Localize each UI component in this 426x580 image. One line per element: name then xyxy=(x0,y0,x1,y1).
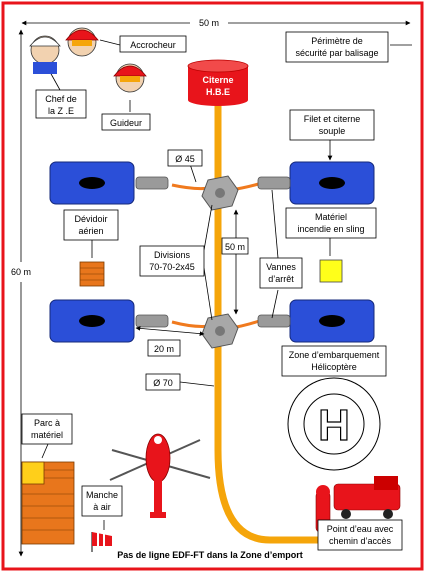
main-hose xyxy=(214,100,320,544)
dist-vertical: 50 m xyxy=(221,209,249,315)
dist-horizontal-label: 20 m xyxy=(154,344,174,354)
vannes-callout: Vannes d’arrêt xyxy=(259,189,303,319)
manche-callout: Manche à air xyxy=(81,485,123,530)
tank-top-left xyxy=(49,161,135,205)
manche-line1: Manche xyxy=(86,490,118,500)
materiel-sling-callout: Matériel incendie en sling xyxy=(285,207,377,256)
height-dimension: 60 m xyxy=(11,29,31,557)
perimetre-line2: sécurité par balisage xyxy=(295,48,378,58)
height-label: 60 m xyxy=(11,267,31,277)
zone-line2: Hélicoptère xyxy=(311,362,357,372)
parc-block xyxy=(21,461,75,545)
fire-truck xyxy=(333,476,401,519)
width-dimension: 50 m xyxy=(21,18,411,28)
helipad-letter: H xyxy=(318,401,350,450)
devidoir-line1: Dévidoir xyxy=(74,214,107,224)
chef-line2: la Z .E xyxy=(48,106,74,116)
zone-line1: Zone d’embarquement xyxy=(289,350,380,360)
dist-horizontal: 20 m xyxy=(135,325,205,357)
chef-line1: Chef de xyxy=(45,94,77,104)
divisions-line1: Divisions xyxy=(154,250,191,260)
chef-callout: Chef de la Z .E xyxy=(35,71,87,119)
zone-callout: Zone d’embarquement Hélicoptère xyxy=(281,345,387,377)
vannes-line1: Vannes xyxy=(266,262,296,272)
perimetre-callout: Périmètre de sécurité par balisage xyxy=(285,31,412,63)
divisions-line2: 70-70-2x45 xyxy=(149,262,195,272)
guideur-label: Guideur xyxy=(110,118,142,128)
diam45-label: Ø 45 xyxy=(175,154,195,164)
windsock xyxy=(91,532,112,552)
vannes-line2: d’arrêt xyxy=(268,274,294,284)
point-eau-line1: Point d’eau avec xyxy=(327,524,394,534)
helipad: H xyxy=(287,377,381,471)
diam45-callout: Ø 45 xyxy=(167,149,203,183)
diam70-label: Ø 70 xyxy=(153,378,173,388)
materiel-sling-block xyxy=(319,259,343,283)
width-label: 50 m xyxy=(199,18,219,28)
devidoir-callout: Dévidoir aérien xyxy=(63,209,119,258)
point-eau-callout: Point d’eau avec chemin d’accès xyxy=(317,519,403,551)
devidoir-block xyxy=(79,261,105,287)
point-eau-line2: chemin d’accès xyxy=(329,536,392,546)
filet-callout: Filet et citerne souple xyxy=(289,109,375,161)
parc-line2: matériel xyxy=(31,430,63,440)
parc-callout: Parc à matériel xyxy=(21,413,73,459)
devidoir-line2: aérien xyxy=(78,226,103,236)
manche-line2: à air xyxy=(93,502,111,512)
helicopter xyxy=(109,433,211,518)
tank-bottom-right xyxy=(289,299,375,343)
perimetre-line1: Périmètre de xyxy=(311,36,363,46)
divisions-callout: Divisions 70-70-2x45 xyxy=(139,204,213,321)
chef-figure xyxy=(29,35,61,74)
citerne-hbe: Citerne H.B.E xyxy=(187,59,249,106)
filet-line1: Filet et citerne xyxy=(304,114,361,124)
filet-line2: souple xyxy=(319,126,346,136)
materiel-sling-line2: incendie en sling xyxy=(297,224,364,234)
diam70-callout: Ø 70 xyxy=(145,373,215,391)
footer-warning: Pas de ligne EDF-FT dans la Zone d’empor… xyxy=(117,550,303,560)
guideur-callout: Guideur xyxy=(101,100,151,131)
guideur-figure xyxy=(113,63,147,93)
valves xyxy=(135,176,291,328)
citerne-line2: H.B.E xyxy=(206,87,230,97)
division-bottom xyxy=(201,313,239,349)
division-top xyxy=(201,175,239,211)
parc-line1: Parc à xyxy=(34,418,60,428)
accrocheur-callout: Accrocheur xyxy=(99,35,187,53)
citerne-line1: Citerne xyxy=(202,75,233,85)
accrocheur-label: Accrocheur xyxy=(130,40,176,50)
tank-bottom-left xyxy=(49,299,135,343)
accrocheur-figure xyxy=(65,27,99,57)
tank-top-right xyxy=(289,161,375,205)
dist-vertical-label: 50 m xyxy=(225,242,245,252)
materiel-sling-line1: Matériel xyxy=(315,212,347,222)
outer-frame xyxy=(1,1,424,571)
